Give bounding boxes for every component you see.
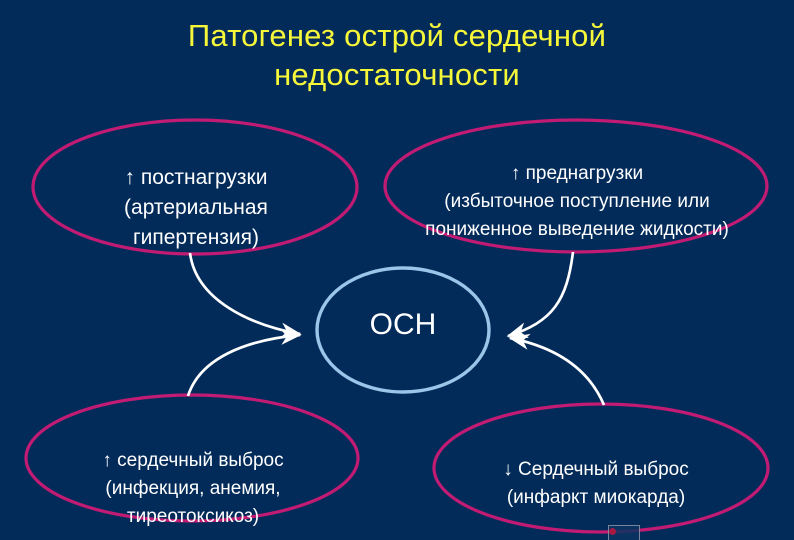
node-text-cardiac-output-down: Сердечный выброс (инфаркт миокарда)	[506, 459, 689, 508]
node-text-preload: преднагрузки (избыточное поступление или…	[425, 163, 729, 240]
node-label-postload: ↑ постнагрузки (артериальная гипертензия…	[62, 133, 330, 253]
node-label-cardiac-output-down: ↓ Сердечный выброс (инфаркт миокарда)	[462, 428, 730, 512]
clipped-graphic-artifact	[608, 525, 640, 540]
arrow-cardiac-output-up-to-center	[186, 328, 302, 397]
arrow-postload-to-center	[188, 252, 302, 339]
center-label-osn: ОСН	[369, 308, 437, 341]
clipped-graphic-artifact-dot	[609, 528, 616, 535]
node-label-cardiac-output-up: ↑ сердечный выброс (инфекция, анемия, ти…	[52, 419, 334, 531]
node-text-cardiac-output-up: сердечный выброс (инфекция, анемия, тире…	[105, 450, 284, 527]
arrow-preload-to-center	[506, 251, 575, 338]
up-arrow-icon-cardiac-output: ↑	[102, 450, 112, 471]
up-arrow-icon-postload: ↑	[124, 166, 136, 189]
down-arrow-icon-cardiac-output: ↓	[503, 459, 513, 480]
up-arrow-icon-preload: ↑	[510, 163, 521, 184]
page-title: Патогенез острой сердечной недостаточнос…	[187, 18, 607, 92]
node-label-preload: ↑ преднагрузки (избыточное поступление и…	[392, 132, 762, 244]
node-text-postload: постнагрузки (артериальная гипертензия)	[124, 166, 268, 249]
arrow-cardiac-output-down-to-center	[508, 333, 606, 406]
